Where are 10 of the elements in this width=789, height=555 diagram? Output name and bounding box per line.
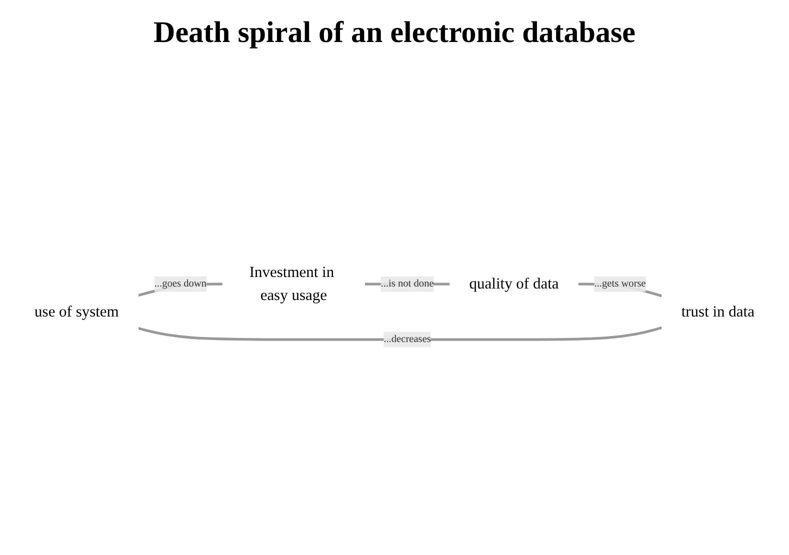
- node-text: use of system: [34, 304, 119, 320]
- connector: [138, 326, 662, 342]
- node-text: quality of data: [469, 276, 559, 293]
- diagram-title: Death spiral of an electronic database: [154, 16, 636, 50]
- edge-label: ...is not done: [380, 278, 434, 290]
- node-text: trust in data: [681, 304, 754, 320]
- edge-label: ...decreases: [384, 334, 431, 345]
- node-text: Investment in easy usage: [249, 264, 334, 304]
- edge-label: ...gets worse: [594, 278, 646, 290]
- edge-label: ...goes down: [154, 278, 207, 290]
